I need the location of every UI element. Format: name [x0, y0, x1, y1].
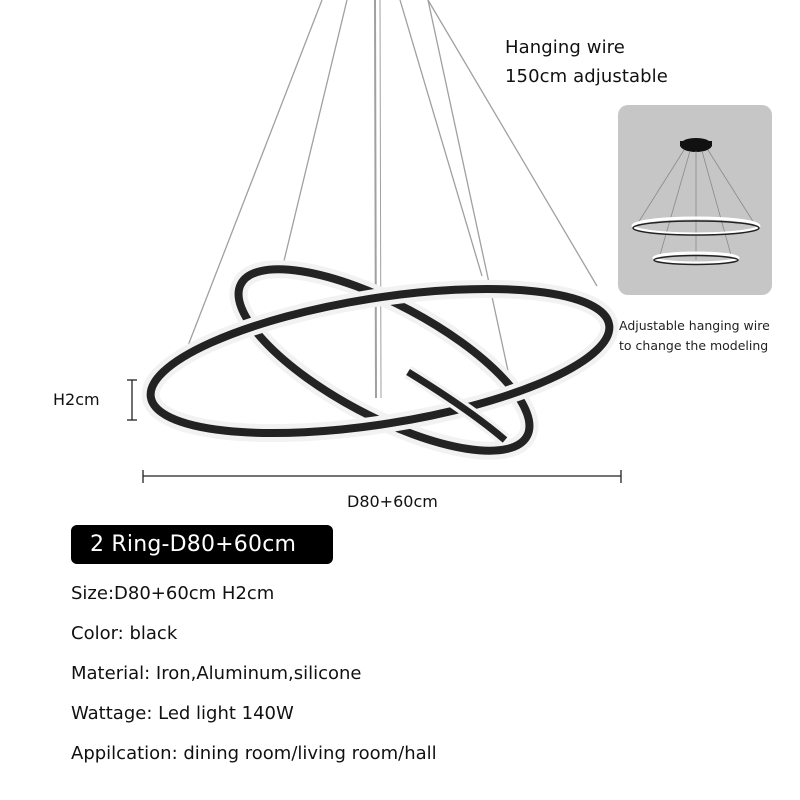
spec-size: Size:D80+60cm H2cm [71, 583, 275, 604]
tilted-ring [229, 260, 539, 460]
thumbnail-caption-line-2: to change the modeling [619, 338, 769, 353]
hanging-wires [183, 0, 598, 409]
pendant-lamp-illustration [127, 0, 622, 483]
wire-note-line-1: Hanging wire [505, 37, 625, 58]
specification-list: Size:D80+60cm H2cm Color: black Material… [71, 580, 437, 780]
thumbnail-caption-line-1: Adjustable hanging wire [619, 318, 770, 333]
model-badge: 2 Ring-D80+60cm [71, 525, 333, 564]
tilted-ring-front-segment [404, 366, 510, 446]
spec-material: Material: Iron,Aluminum,silicone [71, 663, 362, 684]
diameter-label: D80+60cm [347, 492, 438, 511]
height-label: H2cm [53, 390, 100, 409]
diameter-indicator [142, 470, 622, 483]
large-ring [141, 279, 619, 443]
spec-application: Appilcation: dining room/living room/hal… [71, 743, 437, 764]
alternate-configuration-thumbnail [618, 105, 772, 295]
spec-color: Color: black [71, 623, 178, 644]
stacked-rings-lamp-image [631, 138, 761, 266]
wire-note-line-2: 150cm adjustable [505, 66, 668, 87]
height-indicator [127, 379, 137, 421]
thumbnail-caption: Adjustable hanging wire to change the mo… [619, 316, 799, 356]
spec-wattage: Wattage: Led light 140W [71, 703, 294, 724]
hanging-wire-note: Hanging wire 150cm adjustable [505, 33, 668, 91]
